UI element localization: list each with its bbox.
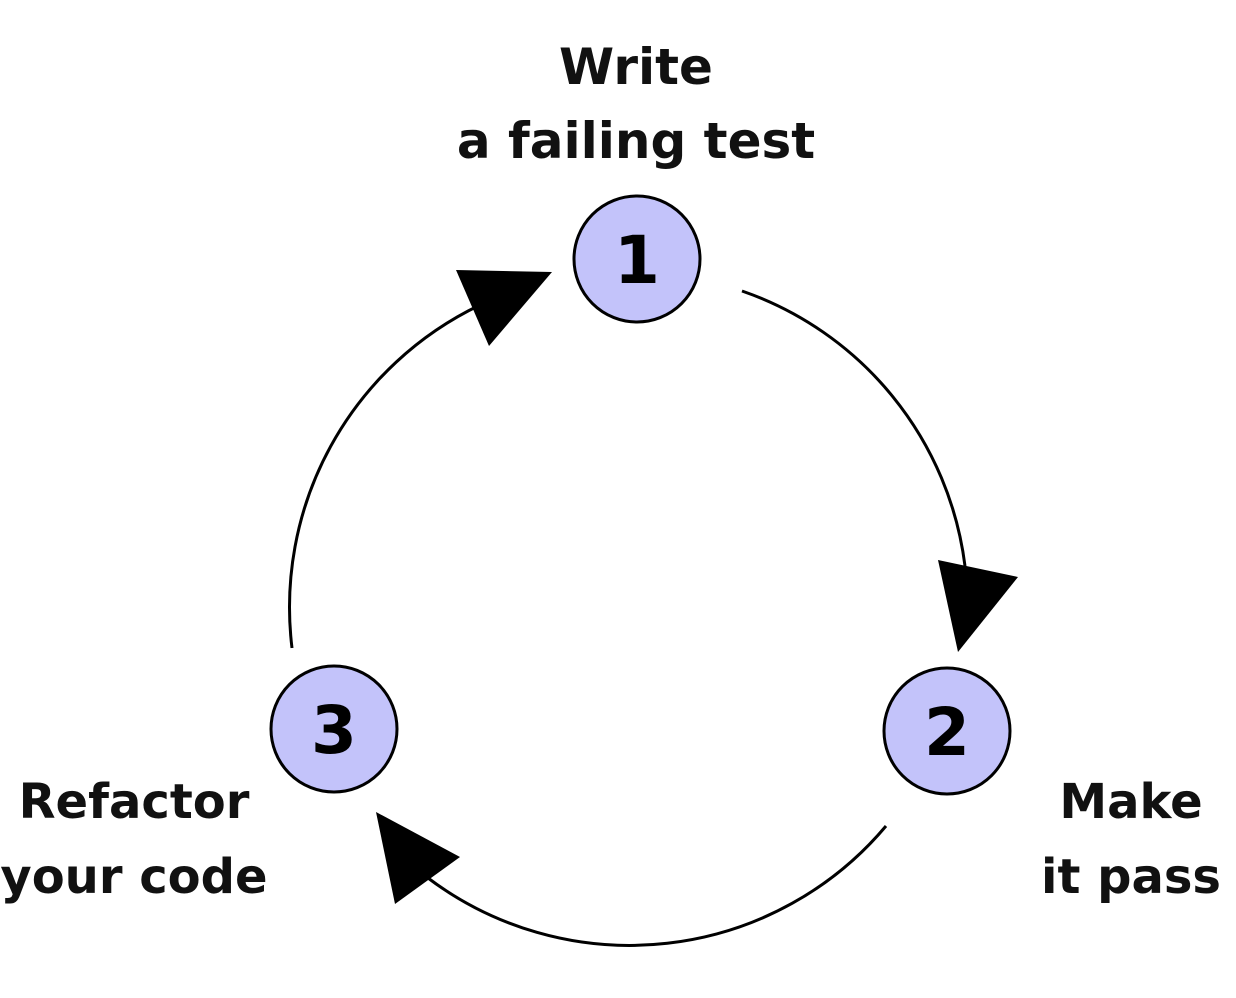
step-1-circle bbox=[572, 194, 702, 324]
step-2-circle bbox=[882, 666, 1012, 796]
arc-step2-to-step3 bbox=[427, 825, 888, 947]
step-3-circle bbox=[269, 664, 399, 794]
step-3-node: 3 bbox=[269, 664, 399, 794]
step-1-number: 1 bbox=[614, 222, 660, 299]
step-2-label-line-1: Make bbox=[1059, 774, 1202, 830]
step-3-label: Refactor your code bbox=[0, 774, 267, 905]
arrowhead-to-step2 bbox=[938, 560, 1018, 652]
step-2-label-line-2: it pass bbox=[1041, 849, 1221, 905]
arc-step3-to-step1 bbox=[288, 303, 481, 649]
step-2-label: Make it pass bbox=[1041, 774, 1221, 905]
step-1-node: 1 bbox=[572, 194, 702, 324]
arrowhead-to-step1 bbox=[456, 270, 552, 346]
step-2-number: 2 bbox=[924, 694, 970, 771]
step-1-label-line-1: Write bbox=[559, 38, 713, 96]
step-1-label: Write a failing test bbox=[457, 38, 815, 170]
step-2-node: 2 bbox=[882, 666, 1012, 796]
step-1-label-line-2: a failing test bbox=[457, 112, 815, 170]
step-3-number: 3 bbox=[311, 692, 357, 769]
arrowhead-to-step3 bbox=[376, 812, 460, 904]
arc-step1-to-step2 bbox=[741, 289, 967, 567]
step-3-label-line-1: Refactor bbox=[19, 774, 250, 830]
step-3-label-line-2: your code bbox=[0, 849, 267, 905]
